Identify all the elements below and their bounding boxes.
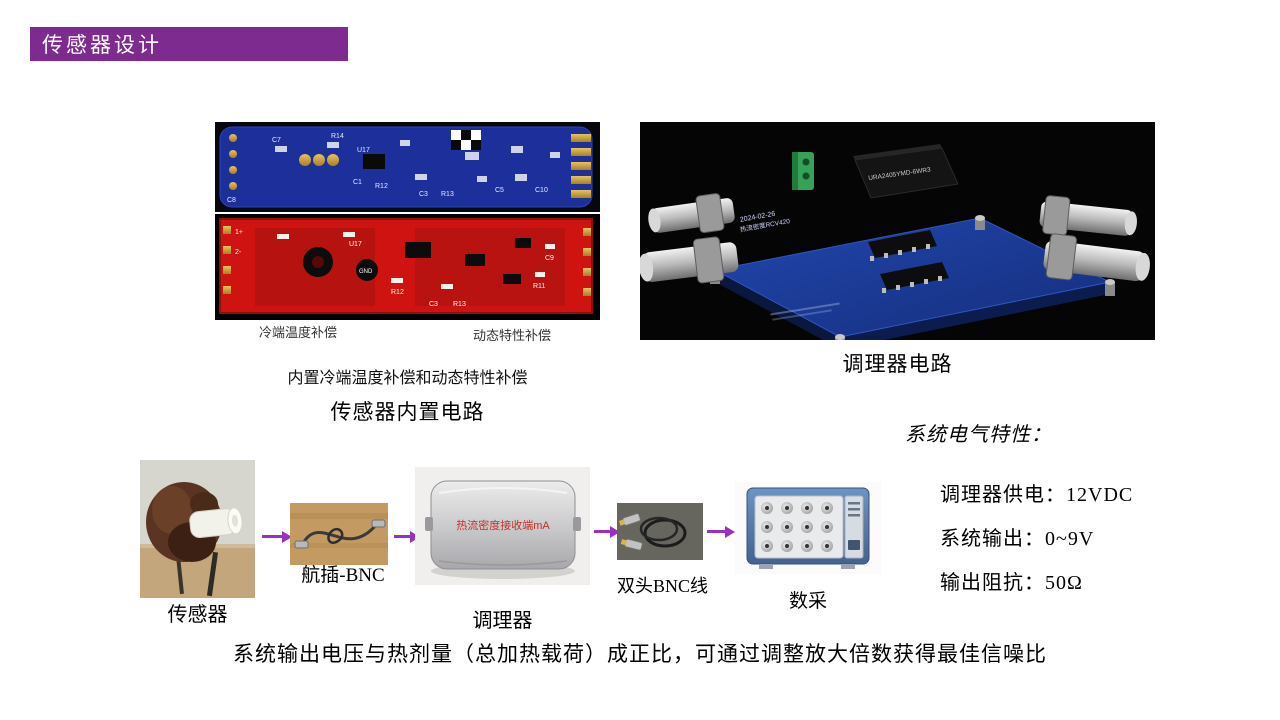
silkscreen-label: U17: [349, 241, 362, 248]
cable2-label: 双头BNC线: [616, 576, 708, 596]
silkscreen-label: C3: [429, 301, 438, 308]
slide-title-banner: 传感器设计: [30, 27, 348, 61]
silkscreen-label: R12: [375, 183, 388, 190]
daq-photo: [735, 482, 881, 574]
silkscreen-label: C5: [495, 187, 504, 194]
bnc-connector-left-top: [648, 193, 735, 234]
bnc-connector-left-bottom: [640, 236, 739, 284]
flow-arrow-2: [394, 531, 420, 543]
conditioner-box-photo: 热流密度接收端mA: [415, 467, 590, 585]
dynamic-compensation-label: 动态特性补偿: [472, 328, 551, 343]
flow-arrow-4: [707, 526, 735, 538]
conditioner-render-photo: URA2405YMD-6WR3 2024-02-26 热流密度RCV420: [640, 122, 1155, 340]
conditioner-render-image: URA2405YMD-6WR3 2024-02-26 热流密度RCV420: [640, 122, 1155, 340]
silkscreen-label: R13: [441, 191, 454, 198]
green-terminal-block: [792, 152, 814, 190]
silkscreen-label: R12: [391, 289, 404, 296]
silkscreen-label: 2-: [235, 249, 242, 256]
silkscreen-label: C3: [419, 191, 428, 198]
flow-arrow-1: [262, 531, 292, 543]
cable1-label: 航插-BNC: [301, 565, 385, 586]
silkscreen-label: R14: [331, 133, 344, 140]
sensor-photo: [140, 460, 255, 598]
pcb-caption-line2: 传感器内置电路: [330, 400, 485, 424]
silkscreen-label: R11: [533, 283, 545, 290]
checker-fiducial: [451, 130, 481, 150]
pcb-top-image: C7 R14 U17 C1 R12 C3 R13 C5 C10 C8: [215, 122, 600, 212]
sensor-label: 传感器: [167, 604, 228, 626]
specs-heading: 系统电气特性：: [905, 424, 1052, 446]
bottom-note: 系统输出电压与热剂量（总加热载荷）成正比，可通过调整放大倍数获得最佳信噪比: [233, 642, 1047, 666]
cold-compensation-label: 冷端温度补偿: [258, 325, 337, 340]
silkscreen-label: 1+: [235, 229, 243, 236]
render-caption: 调理器电路: [842, 352, 953, 376]
pcb-bottom-image: 1+ 2- U17 GND R12 C3 R13 C9 R11: [215, 214, 600, 320]
silkscreen-label: C1: [353, 179, 362, 186]
silkscreen-label: C9: [545, 255, 554, 262]
silkscreen-label: C7: [272, 137, 281, 144]
silkscreen-label: R13: [453, 301, 466, 308]
spec-item-supply: 调理器供电：12VDC: [940, 484, 1134, 506]
cable2-image: [617, 503, 703, 560]
daq-image: [735, 482, 881, 574]
pcb-bottom-photo: 1+ 2- U17 GND R12 C3 R13 C9 R11: [215, 214, 600, 320]
sensor-probe-cylinder: [189, 507, 243, 539]
spec-item-impedance: 输出阻抗：50Ω: [940, 572, 1083, 594]
conditioner-box-image: 热流密度接收端mA: [415, 467, 590, 585]
conditioner-label: 调理器: [472, 610, 533, 632]
cable1-image: [290, 503, 388, 565]
slide-title: 传感器设计: [42, 34, 162, 57]
dip-ic-1: [868, 230, 937, 261]
silkscreen-label: U17: [357, 147, 370, 154]
spec-item-output: 系统输出：0~9V: [940, 528, 1095, 550]
cable1-photo: [290, 503, 388, 565]
silkscreen-label: GND: [359, 269, 373, 275]
dip-ic-2: [880, 262, 949, 293]
flow-arrow-3: [594, 526, 620, 538]
daq-bnc-grid: [761, 502, 833, 552]
silkscreen-label: C8: [227, 197, 236, 204]
daq-label: 数采: [788, 591, 827, 612]
cable2-photo: [617, 503, 703, 560]
sensor-image: [140, 460, 255, 598]
pcb-caption-line1: 内置冷端温度补偿和动态特性补偿: [287, 370, 528, 387]
pcb-top-photo: C7 R14 U17 C1 R12 C3 R13 C5 C10 C8: [215, 122, 600, 212]
silkscreen-label: C10: [535, 187, 548, 194]
conditioner-marking: 热流密度接收端mA: [456, 518, 550, 532]
power-module: URA2405YMD-6WR3: [853, 144, 959, 199]
bnc-connector-right-bottom: [1043, 233, 1150, 282]
